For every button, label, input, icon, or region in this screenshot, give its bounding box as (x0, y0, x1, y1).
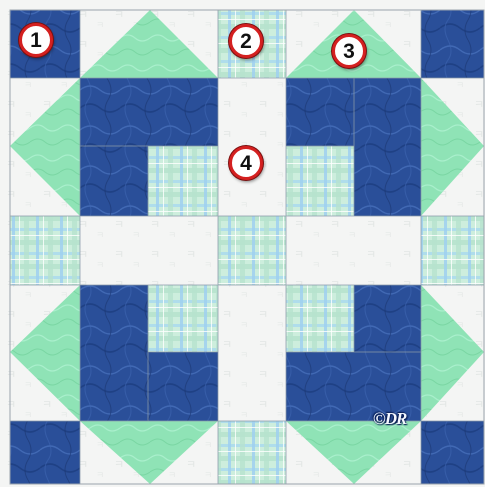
badge-label: 4 (240, 153, 252, 174)
corner-square-bottom-right (421, 421, 484, 484)
corner-square-top-right (421, 10, 484, 78)
plaid-square-center (218, 216, 286, 285)
navy-bar-tr-top (286, 78, 354, 146)
plaid-strip-left (10, 216, 80, 285)
badge-label: 2 (240, 31, 252, 52)
navy-bar-tl-side (80, 146, 148, 216)
plaid-square-br (286, 285, 354, 352)
number-badge-2: 2 (229, 24, 263, 58)
number-badge-3: 3 (332, 34, 366, 68)
plaid-strip-bottom (218, 421, 286, 484)
badge-label: 1 (30, 30, 42, 51)
plaid-strip-right (421, 216, 484, 285)
navy-bar-tl-top (80, 78, 218, 146)
plaid-square-tl (148, 146, 218, 216)
number-badge-4: 4 (229, 146, 263, 180)
plaid-square-tr (286, 146, 354, 216)
navy-bar-tr-side (354, 78, 421, 216)
number-badge-1: 1 (19, 23, 53, 57)
badge-label: 3 (343, 41, 355, 62)
copyright-watermark: ©DR (373, 409, 406, 429)
navy-bar-bl-side (80, 285, 148, 421)
navy-bar-bl-bottom (148, 352, 218, 421)
plaid-square-bl (148, 285, 218, 352)
corner-square-bottom-left (10, 421, 80, 484)
navy-bar-br-side (354, 285, 421, 352)
